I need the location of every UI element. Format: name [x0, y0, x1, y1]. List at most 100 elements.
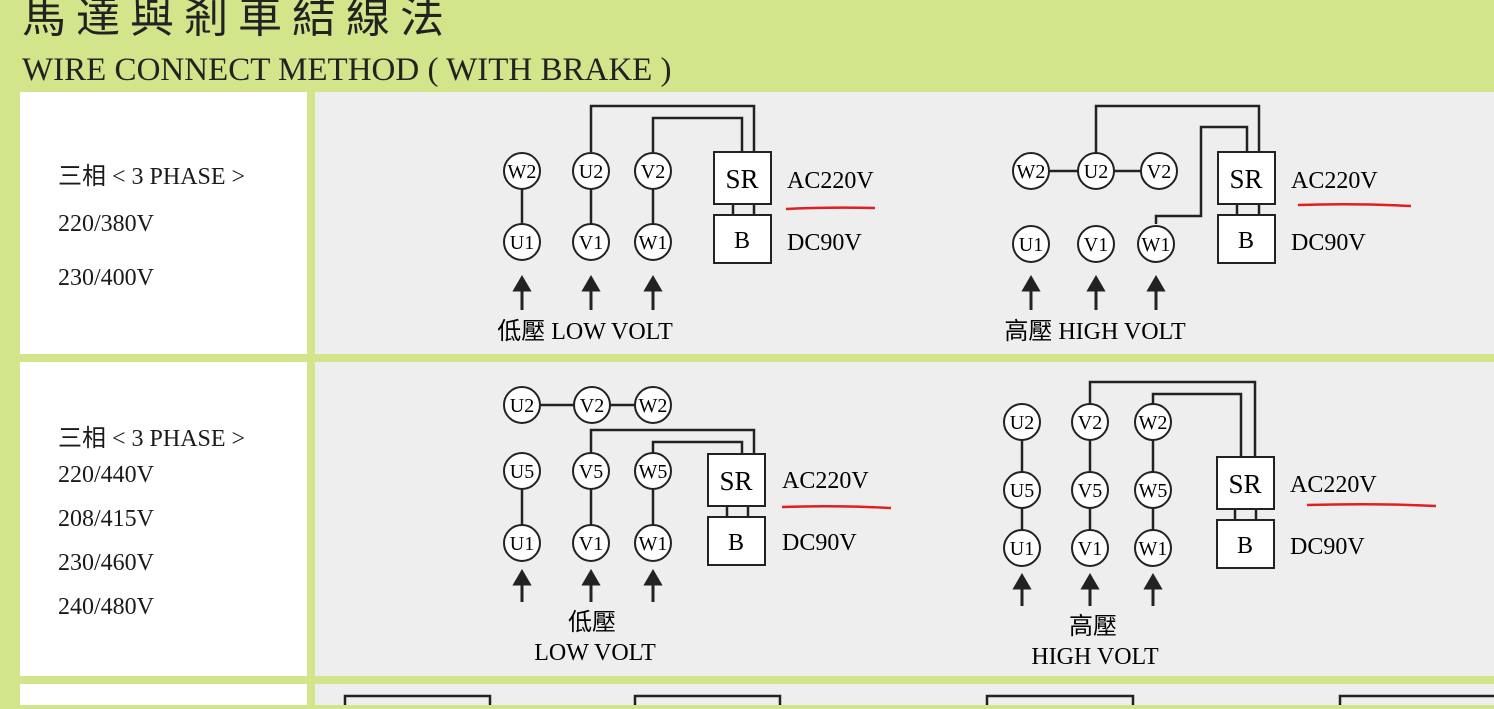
row2-low-label-w5: W5 [639, 461, 668, 483]
row1-high-label-u1: U1 [1019, 234, 1043, 256]
row1-high-dc-label: DC90V [1291, 230, 1366, 256]
row1-high-label-w1: W1 [1142, 234, 1171, 256]
row2-low-label-u2: U2 [510, 395, 534, 417]
row1-low-label-w2: W2 [508, 161, 537, 183]
row2-low-label-w1: W1 [639, 533, 668, 555]
row2-high-wiring [1020, 380, 1258, 530]
row2-high-terminal-w5 [1134, 471, 1172, 509]
row1-diagram-panel: W2 U2 V2 U1 V1 W1 SR B AC220V DC90V 低壓 L… [315, 92, 1494, 354]
row3-label-panel [20, 684, 307, 705]
row2-low-caption-zh: 低壓 [568, 609, 616, 636]
row1-high-label-w2: W2 [1017, 161, 1046, 183]
row1-high-caption: 高壓 HIGH VOLT [1004, 318, 1186, 345]
row2-low-terminal-w1 [634, 524, 672, 562]
row2-low-b-label: B [728, 530, 744, 556]
row2-low-terminal-v2 [573, 386, 611, 424]
row2-high-label-v5: V5 [1078, 480, 1102, 502]
row1-high-arrows [1021, 275, 1166, 310]
row1-high-ac-underline [1297, 202, 1412, 208]
row2-low-terminal-u1 [503, 524, 541, 562]
row2-high-terminal-u1 [1003, 529, 1041, 567]
row2-high-label-w5: W5 [1139, 480, 1168, 502]
row1-low-label-u1: U1 [510, 232, 534, 254]
row1-high-label-u2: U2 [1084, 161, 1108, 183]
row2-high-dc-label: DC90V [1290, 534, 1365, 560]
row2-high-terminal-w2 [1134, 403, 1172, 441]
row2-voltage-3: 230/460V [58, 550, 154, 576]
row1-low-ac-underline [785, 206, 876, 211]
row1-high-label-v1: V1 [1084, 234, 1108, 256]
row2-low-label-u1: U1 [510, 533, 534, 555]
row1-label-panel: 三相 < 3 PHASE > 220/380V 230/400V [20, 92, 307, 354]
row2-high-terminal-v5 [1071, 471, 1109, 509]
row2-low-label-w2: W2 [639, 395, 668, 417]
row2-low-wiring [520, 403, 756, 525]
row1-low-terminal-u2 [572, 152, 610, 190]
row1-low-sr-label: SR [725, 164, 758, 194]
row2-low-terminal-u2 [503, 386, 541, 424]
row2-high-label-u5: U5 [1010, 480, 1034, 502]
row2-high-b-label: B [1237, 533, 1253, 559]
row2-high-label-v2: V2 [1078, 412, 1102, 434]
row2-low-terminal-v1 [572, 524, 610, 562]
row1-low-terminal-w2 [503, 152, 541, 190]
row1-high-b-label: B [1238, 228, 1254, 254]
header: 馬達與剎車結線法 WIRE CONNECT METHOD ( WITH BRAK… [0, 0, 1494, 92]
row2-high-caption-zh: 高壓 [1069, 613, 1117, 640]
row1-high-terminal-w2 [1012, 152, 1050, 190]
row1-voltage-1: 220/380V [58, 211, 154, 237]
row2-high-label-w1: W1 [1139, 538, 1168, 560]
row2-high-sr-label: SR [1228, 469, 1261, 499]
row2-low-label-v2: V2 [580, 395, 604, 417]
row1-low-caption: 低壓 LOW VOLT [497, 318, 673, 345]
row2-low-terminal-w2 [634, 386, 672, 424]
row2-high-arrows [1012, 573, 1163, 606]
row1-high-label-v2: V2 [1147, 161, 1171, 183]
row1-low-ac-label: AC220V [787, 168, 874, 194]
row1-low-terminal-w1 [634, 223, 672, 261]
row2-low-label-v1: V1 [579, 533, 603, 555]
row2-low-arrows [512, 569, 663, 602]
row1-low-terminal-v1 [572, 223, 610, 261]
row1-high-terminal-w1 [1137, 225, 1175, 263]
row1-phase: 三相 < 3 PHASE > [58, 164, 246, 190]
row2-high-terminal-v1 [1071, 529, 1109, 567]
row1-high-b-box [1217, 214, 1276, 264]
row2-low-terminal-v5 [572, 452, 610, 490]
row1-low-dc-label: DC90V [787, 230, 862, 256]
row2-high-caption-en: HIGH VOLT [1031, 644, 1159, 670]
row1-low-b-box [713, 214, 772, 264]
row1-low-label-v2: V2 [641, 161, 665, 183]
row2-low-sr-label: SR [719, 466, 752, 496]
row2-label-panel: 三相 < 3 PHASE > 220/440V 208/415V 230/460… [20, 362, 307, 676]
row2-low-terminal-w5 [634, 452, 672, 490]
row2-low-label-u5: U5 [510, 461, 534, 483]
row3-partial-boxes [343, 694, 1494, 705]
row2-low-terminal-u5 [503, 452, 541, 490]
row1-low-wiring [520, 104, 756, 224]
title-chinese: 馬達與剎車結線法 [22, 0, 454, 43]
row1-high-terminal-v2 [1140, 152, 1178, 190]
row1-low-terminal-v2 [634, 152, 672, 190]
row2-high-label-u1: U1 [1010, 538, 1034, 560]
row1-voltage-2: 230/400V [58, 265, 154, 291]
row2-high-ac-underline [1306, 502, 1437, 508]
row2-high-sr-box [1216, 456, 1275, 510]
title-english: WIRE CONNECT METHOD ( WITH BRAKE ) [22, 52, 672, 88]
row1-high-terminal-u1 [1012, 225, 1050, 263]
row3-diagram-panel [315, 684, 1494, 705]
row2-low-ac-label: AC220V [782, 468, 869, 494]
row2-high-terminal-u2 [1003, 403, 1041, 441]
row2-high-b-box [1216, 519, 1275, 569]
row2-high-terminal-u5 [1003, 471, 1041, 509]
row2-voltage-2: 208/415V [58, 506, 154, 532]
row2-phase: 三相 < 3 PHASE > [58, 426, 246, 452]
row2-high-label-u2: U2 [1010, 412, 1034, 434]
row1-high-wiring [1049, 104, 1261, 224]
row1-high-terminal-u2 [1077, 152, 1115, 190]
row2-low-label-v5: V5 [579, 461, 603, 483]
row1-high-sr-label: SR [1229, 164, 1262, 194]
row1-low-label-u2: U2 [579, 161, 603, 183]
row2-low-sr-box [707, 453, 766, 507]
row1-high-sr-box [1217, 151, 1276, 205]
